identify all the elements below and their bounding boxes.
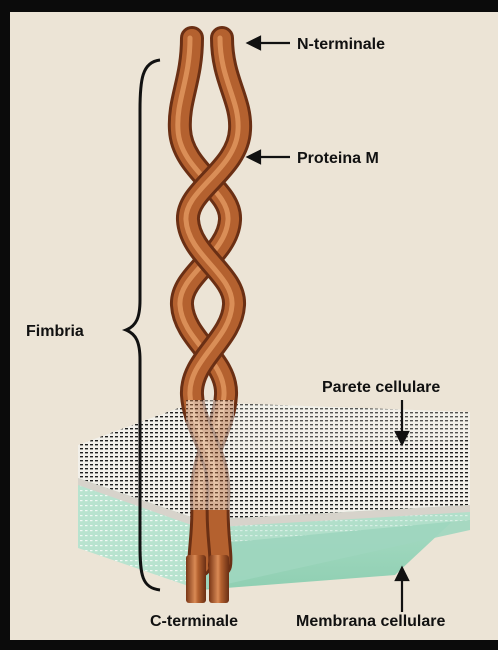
label-n-terminal: N-terminale [297,36,385,53]
label-cell-wall: Parete cellulare [322,379,440,396]
label-cell-membrane: Membrana cellulare [296,613,446,630]
label-c-terminal: C-terminale [150,613,238,630]
label-fimbria: Fimbria [26,323,84,340]
label-protein-m: Proteina M [297,150,379,167]
